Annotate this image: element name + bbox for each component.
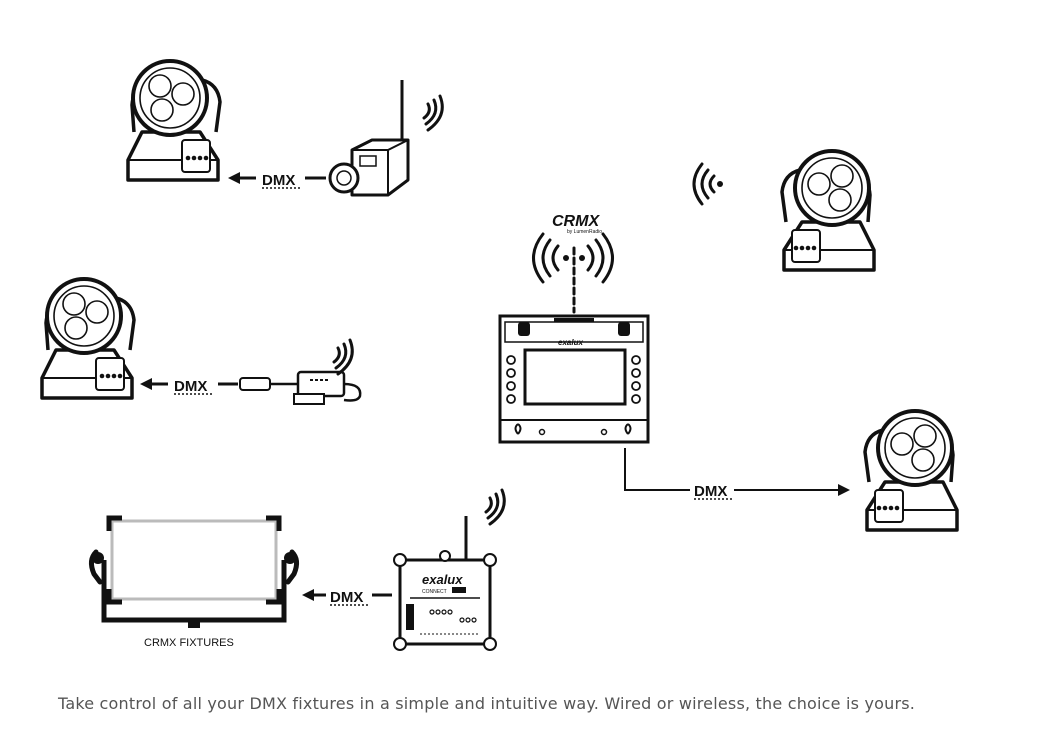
crmx-fixtures-label: CRMX FIXTURES [144, 637, 234, 649]
dmx-label-1: DMX [262, 172, 295, 189]
dmx-link-middle-left: DMX [140, 376, 238, 395]
dmx-label-4: DMX [330, 589, 363, 606]
dmx-label-2: DMX [174, 378, 207, 395]
moving-head-fixture-middle-left [40, 277, 136, 400]
wireless-signal-icon-transmitter [532, 232, 614, 314]
moving-head-fixture-bottom-right [863, 409, 959, 532]
wireless-signal-icon-connect [484, 488, 506, 526]
dmx-link-wired-right: DMX [624, 448, 850, 500]
crmx-panel-fixture: CRMX FIXTURES [88, 515, 300, 649]
dmx-link-bottom-left: DMX [302, 587, 392, 606]
transmitter-brand: exalux [558, 338, 583, 347]
crmx-logo: CRMX by LumenRadio [552, 213, 602, 235]
usb-wireless-dongle [239, 370, 362, 405]
connect-brand: exalux [422, 572, 463, 587]
wireless-signal-icon-dongle [332, 338, 354, 376]
exalux-transmitter-unit: exalux [498, 314, 650, 444]
moving-head-fixture-top-left [126, 59, 222, 182]
crmx-logo-text: CRMX [552, 213, 600, 230]
moving-head-fixture-top-right [780, 149, 876, 272]
dmx-label-3: DMX [694, 483, 727, 500]
connect-model: CONNECT [422, 589, 447, 595]
wireless-signal-icon-receiver [422, 94, 444, 132]
wireless-xlr-receiver [328, 80, 410, 197]
diagram-caption: Take control of all your DMX fixtures in… [58, 694, 916, 713]
wireless-signal-icon-fixture-right [692, 162, 723, 206]
crmx-logo-subtext: by LumenRadio [567, 229, 602, 235]
exalux-connect-receiver: exalux CONNECT [393, 516, 497, 651]
dmx-link-top-left: DMX [228, 170, 326, 189]
